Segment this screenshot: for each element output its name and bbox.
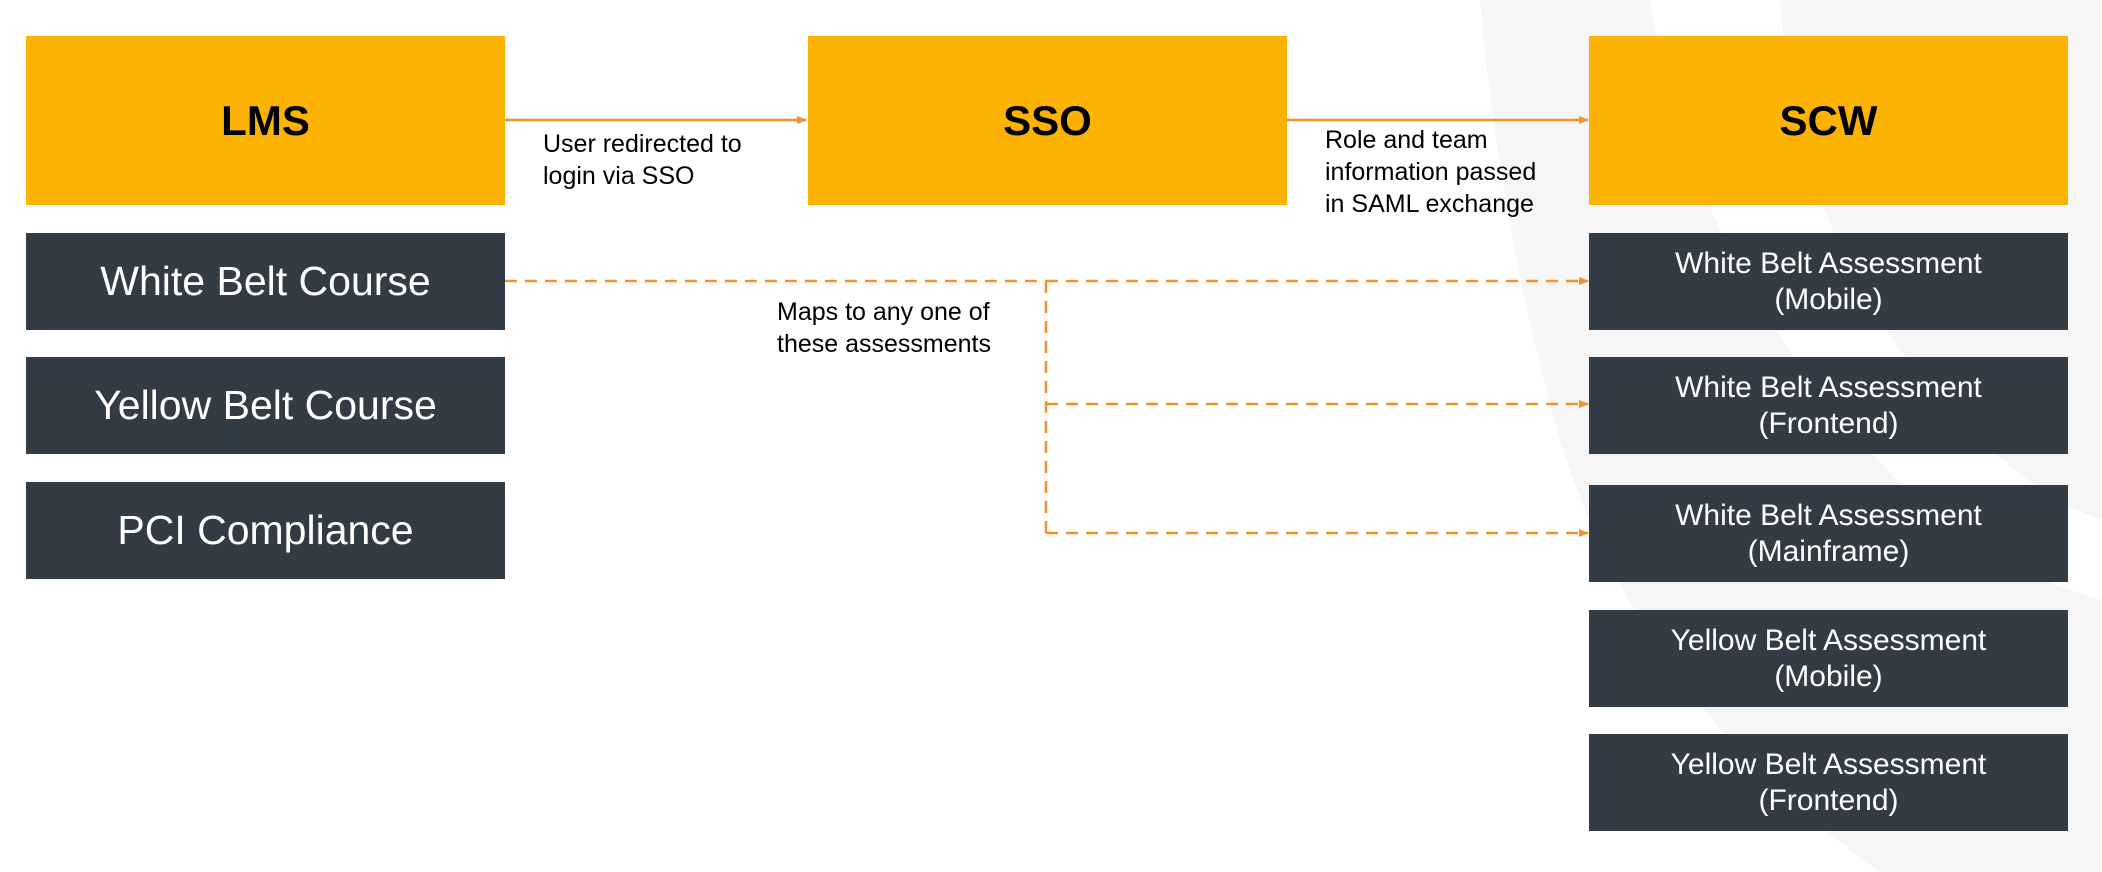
assessment-name: White Belt Assessment — [1675, 246, 1982, 280]
dashed-mapping-connectors — [505, 277, 1589, 537]
assessment-variant: (Mobile) — [1774, 282, 1883, 316]
scw-header-label: SCW — [1779, 96, 1878, 144]
assessment-variant: (Mobile) — [1774, 659, 1883, 693]
assessment-name: White Belt Assessment — [1675, 498, 1982, 532]
lms-header-box: LMS — [26, 36, 505, 205]
scw-assessment-box: White Belt Assessment (Mobile) — [1589, 233, 2068, 330]
assessment-variant: (Mainframe) — [1747, 534, 1910, 568]
edge-label-sso-to-scw: Role and team information passed in SAML… — [1325, 126, 1537, 218]
lms-course-label: PCI Compliance — [117, 507, 414, 553]
sso-header-box: SSO — [808, 36, 1287, 205]
lms-course-box: White Belt Course — [26, 233, 505, 330]
assessment-name: Yellow Belt Assessment — [1670, 747, 1987, 781]
lms-header-label: LMS — [221, 96, 310, 144]
assessment-variant: (Frontend) — [1758, 406, 1899, 440]
edge-label-lms-to-sso: User redirected to login via SSO — [543, 130, 742, 190]
scw-header-box: SCW — [1589, 36, 2068, 205]
assessment-name: White Belt Assessment — [1675, 370, 1982, 404]
sso-header-label: SSO — [1003, 96, 1092, 144]
assessment-name: Yellow Belt Assessment — [1670, 623, 1987, 657]
assessment-variant: (Frontend) — [1758, 783, 1899, 817]
scw-assessment-box: Yellow Belt Assessment (Frontend) — [1589, 734, 2068, 831]
edge-label-course-mapping: Maps to any one of these assessments — [777, 298, 991, 358]
lms-course-box: Yellow Belt Course — [26, 357, 505, 454]
scw-assessment-box: White Belt Assessment (Frontend) — [1589, 357, 2068, 454]
lms-course-label: White Belt Course — [100, 258, 431, 304]
lms-course-box: PCI Compliance — [26, 482, 505, 579]
scw-assessment-box: White Belt Assessment (Mainframe) — [1589, 485, 2068, 582]
lms-course-label: Yellow Belt Course — [94, 382, 437, 428]
scw-assessment-box: Yellow Belt Assessment (Mobile) — [1589, 610, 2068, 707]
